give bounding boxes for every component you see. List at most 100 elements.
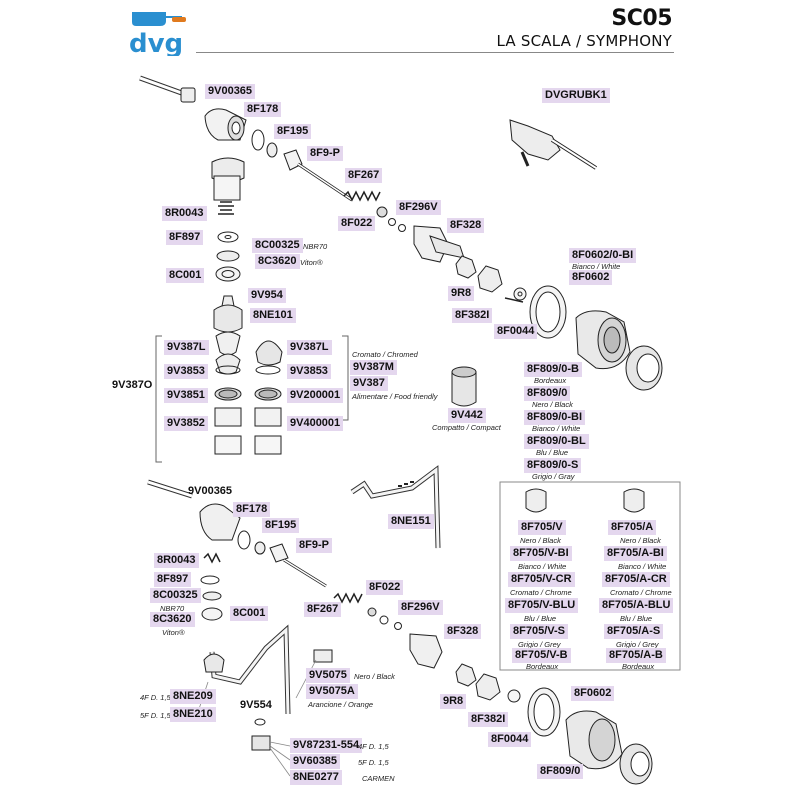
part-label-9V387L-right[interactable]: 9V387L	[287, 340, 332, 355]
part-label-8F705-A-BLU[interactable]: 8F705/A-BLU	[599, 598, 674, 613]
part-label-8F809-0[interactable]: 8F809/0	[524, 386, 571, 401]
part-label-9R8[interactable]: 9R8	[448, 286, 475, 301]
part-label-8R0043-lower[interactable]: 8R0043	[154, 553, 199, 568]
part-label-8F705-V-CR[interactable]: 8F705/V-CR	[508, 572, 575, 587]
part-label-8F809-0-lower[interactable]: 8F809/0	[537, 764, 584, 779]
note-bianco-white-2: Bianco / White	[532, 424, 581, 433]
part-label-8F897-lower[interactable]: 8F897	[154, 572, 192, 587]
part-label-8F705-V[interactable]: 8F705/V	[518, 520, 566, 535]
part-label-8F705-V-BI[interactable]: 8F705/V-BI	[510, 546, 572, 561]
part-label-9V442[interactable]: 9V442	[448, 408, 486, 423]
note-blu-blue: Blu / Blue	[536, 448, 569, 457]
part-label-8C3620-lower[interactable]: 8C3620	[150, 612, 195, 627]
note-grigio-gray: Grigio / Gray	[532, 472, 575, 481]
note-bianco-white: Bianco / White	[572, 262, 621, 271]
part-label-8F0602-lower[interactable]: 8F0602	[571, 686, 615, 701]
part-label-DVGRUBK1[interactable]: DVGRUBK1	[542, 88, 610, 103]
part-label-8F0044-lower[interactable]: 8F0044	[488, 732, 532, 747]
note-carmen: CARMEN	[362, 774, 395, 783]
part-label-9V00365[interactable]: 9V00365	[205, 84, 256, 99]
part-label-8F9-P-lower[interactable]: 8F9-P	[296, 538, 332, 553]
part-label-8C00325-lower[interactable]: 8C00325	[150, 588, 201, 603]
note-a-grigio: Grigio / Grey	[616, 640, 659, 649]
part-label-9V5075[interactable]: 9V5075	[306, 668, 350, 683]
part-label-8F9-P[interactable]: 8F9-P	[307, 146, 343, 161]
note-5f-lower: 5F D. 1,5	[358, 758, 389, 767]
part-label-9V387[interactable]: 9V387	[350, 376, 388, 391]
part-label-8F705-A-BI[interactable]: 8F705/A-BI	[604, 546, 667, 561]
part-label-8NE0277[interactable]: 8NE0277	[290, 770, 342, 785]
part-label-8F195[interactable]: 8F195	[274, 124, 312, 139]
part-label-8F022[interactable]: 8F022	[338, 216, 376, 231]
part-label-9V3853-right[interactable]: 9V3853	[287, 364, 331, 379]
note-4f-lower: 4F D. 1,5	[358, 742, 389, 751]
svg-text:dvg: dvg	[129, 29, 183, 56]
part-label-9V554[interactable]: 9V554	[240, 699, 272, 711]
part-label-8NE151[interactable]: 8NE151	[388, 514, 434, 529]
part-label-9V400001[interactable]: 9V400001	[287, 416, 344, 431]
part-label-9R8-lower[interactable]: 9R8	[440, 694, 467, 709]
header-rule	[196, 52, 674, 53]
part-label-9V3851[interactable]: 9V3851	[164, 388, 208, 403]
part-label-8F267-lower[interactable]: 8F267	[304, 602, 342, 617]
part-label-8F0602-0-BI[interactable]: 8F0602/0-BI	[569, 248, 637, 263]
note-nbr70-lower: NBR70	[160, 604, 185, 613]
part-label-9V3852[interactable]: 9V3852	[164, 416, 208, 431]
part-label-9V387O[interactable]: 9V387O	[112, 379, 153, 391]
part-label-8F178[interactable]: 8F178	[244, 102, 282, 117]
part-label-9V200001[interactable]: 9V200001	[287, 388, 344, 403]
part-label-8F705-A-CR[interactable]: 8F705/A-CR	[602, 572, 670, 587]
part-label-9V87231-554[interactable]: 9V87231-554	[290, 738, 363, 753]
part-label-8C001-lower[interactable]: 8C001	[230, 606, 269, 621]
part-label-8C00325[interactable]: 8C00325	[252, 238, 303, 253]
part-label-8F178-lower[interactable]: 8F178	[233, 502, 271, 517]
part-label-8F897[interactable]: 8F897	[166, 230, 204, 245]
part-label-9V387M[interactable]: 9V387M	[350, 360, 397, 375]
note-nbr70: NBR70	[303, 242, 328, 251]
note-bordeaux: Bordeaux	[534, 376, 567, 385]
part-label-8F382I[interactable]: 8F382I	[452, 308, 493, 323]
part-label-8F296V-lower[interactable]: 8F296V	[398, 600, 443, 615]
note-a-cromato: Cromato / Chrome	[610, 588, 672, 597]
part-label-8F705-A-S[interactable]: 8F705/A-S	[604, 624, 664, 639]
part-label-8F296V[interactable]: 8F296V	[396, 200, 441, 215]
note-v-bordeaux: Bordeaux	[526, 662, 559, 671]
part-label-8F267[interactable]: 8F267	[345, 168, 383, 183]
part-label-8C3620[interactable]: 8C3620	[255, 254, 300, 269]
note-nero-black: Nero / Black	[532, 400, 573, 409]
note-a-nero: Nero / Black	[620, 536, 661, 545]
part-label-9V5075A[interactable]: 9V5075A	[306, 684, 358, 699]
part-label-8R0043[interactable]: 8R0043	[162, 206, 207, 221]
part-label-9V387L-left[interactable]: 9V387L	[164, 340, 209, 355]
part-label-9V00365-lower[interactable]: 9V00365	[188, 485, 233, 497]
part-label-8F705-V-BLU[interactable]: 8F705/V-BLU	[505, 598, 579, 613]
part-label-8C001[interactable]: 8C001	[166, 268, 205, 283]
part-label-8F809-0-BI[interactable]: 8F809/0-BI	[524, 410, 586, 425]
note-a-bordeaux: Bordeaux	[622, 662, 655, 671]
part-label-8F195-lower[interactable]: 8F195	[262, 518, 300, 533]
part-label-8NE210[interactable]: 8NE210	[170, 707, 216, 722]
part-label-8F809-0-BL[interactable]: 8F809/0-BL	[524, 434, 589, 449]
part-label-8NE209[interactable]: 8NE209	[170, 689, 216, 704]
part-label-8F328[interactable]: 8F328	[447, 218, 485, 233]
part-label-8F705-V-B[interactable]: 8F705/V-B	[512, 648, 571, 663]
note-v-grigio: Grigio / Grey	[518, 640, 561, 649]
part-label-8F705-V-S[interactable]: 8F705/V-S	[510, 624, 568, 639]
part-label-8F0044[interactable]: 8F0044	[494, 324, 538, 339]
part-label-9V60385[interactable]: 9V60385	[290, 754, 341, 769]
part-label-8F382I-lower[interactable]: 8F382I	[468, 712, 509, 727]
part-label-8F705-A[interactable]: 8F705/A	[608, 520, 657, 535]
part-label-8F328-lower[interactable]: 8F328	[444, 624, 482, 639]
part-label-9V3853-left[interactable]: 9V3853	[164, 364, 208, 379]
part-label-8NE101[interactable]: 8NE101	[250, 308, 296, 323]
part-label-8F0602[interactable]: 8F0602	[569, 270, 613, 285]
part-label-8F809-0-B[interactable]: 8F809/0-B	[524, 362, 582, 377]
part-label-8F022-lower[interactable]: 8F022	[366, 580, 404, 595]
part-label-9V954[interactable]: 9V954	[248, 288, 286, 303]
part-label-8F809-0-S[interactable]: 8F809/0-S	[524, 458, 582, 473]
part-label-8F705-A-B[interactable]: 8F705/A-B	[606, 648, 666, 663]
note-v-blu: Blu / Blue	[524, 614, 557, 623]
note-v-bianco: Bianco / White	[518, 562, 567, 571]
note-nero-black-5075: Nero / Black	[354, 672, 395, 681]
